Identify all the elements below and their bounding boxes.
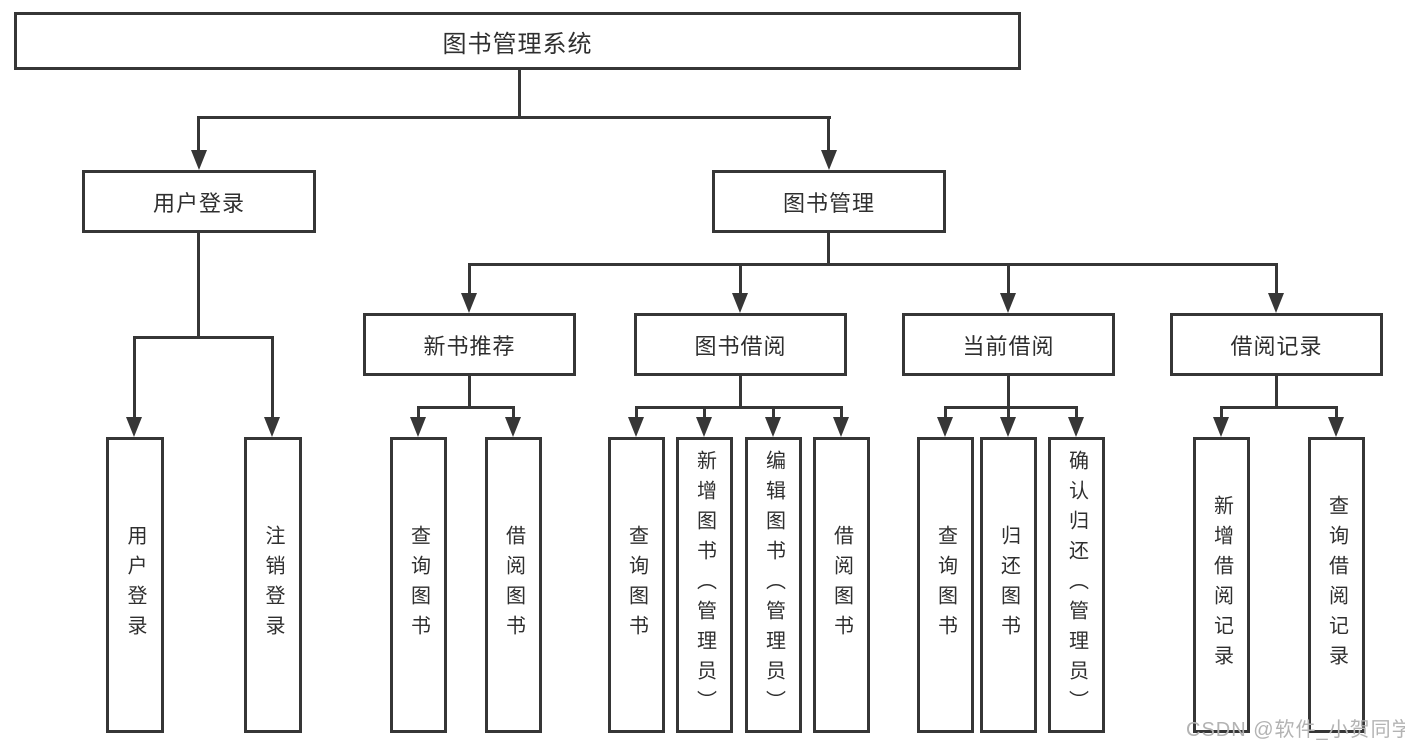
node-current-borrow: 当前借阅: [902, 313, 1115, 376]
connector-line: [739, 263, 742, 295]
connector-line: [512, 406, 515, 419]
connector-line: [197, 116, 200, 152]
connector-line: [133, 336, 274, 339]
leaf-current-return-books: 归还图书: [980, 437, 1037, 733]
leaf-user-login: 用户登录: [106, 437, 164, 733]
connector-line: [772, 406, 775, 419]
connector-line: [1220, 406, 1223, 419]
arrow-down-icon: [821, 150, 837, 170]
leaf-logout: 注销登录: [244, 437, 302, 733]
leaf-borrow-query-books: 查询图书: [608, 437, 665, 733]
connector-line: [1007, 263, 1010, 295]
arrow-down-icon: [1068, 417, 1084, 437]
leaf-label: 编辑图书（管理员）: [762, 450, 785, 720]
connector-line: [635, 406, 638, 419]
arrow-down-icon: [937, 417, 953, 437]
leaf-label: 借阅图书: [830, 525, 853, 645]
arrow-down-icon: [191, 150, 207, 170]
leaf-borrow-borrow-books: 借阅图书: [813, 437, 870, 733]
leaf-label: 查询图书: [934, 525, 957, 645]
arrow-down-icon: [1328, 417, 1344, 437]
csdn-watermark: CSDN @软件_小贺同学: [1186, 719, 1405, 741]
leaf-label: 查询图书: [407, 525, 430, 645]
leaf-label: 新增图书（管理员）: [693, 450, 716, 720]
node-user-login: 用户登录: [82, 170, 316, 233]
leaf-borrow-add-books-admin: 新增图书（管理员）: [676, 437, 733, 733]
connector-line: [1275, 376, 1278, 409]
connector-line: [468, 376, 471, 409]
leaf-label: 确认归还（管理员）: [1065, 450, 1088, 720]
arrow-down-icon: [833, 417, 849, 437]
leaf-label: 查询借阅记录: [1325, 495, 1348, 675]
connector-line: [1275, 263, 1278, 295]
connector-line: [468, 263, 1278, 266]
connector-line: [944, 406, 947, 419]
connector-line: [827, 233, 830, 266]
node-book-borrow: 图书借阅: [634, 313, 847, 376]
connector-line: [468, 263, 471, 295]
arrow-down-icon: [410, 417, 426, 437]
connector-line: [197, 116, 831, 119]
arrow-down-icon: [505, 417, 521, 437]
arrow-down-icon: [1213, 417, 1229, 437]
connector-line: [1007, 406, 1010, 419]
leaf-label: 查询图书: [625, 525, 648, 645]
connector-line: [271, 336, 274, 417]
arrow-down-icon: [264, 417, 280, 437]
node-new-book-recommend: 新书推荐: [363, 313, 576, 376]
node-root: 图书管理系统: [14, 12, 1021, 70]
leaf-label: 借阅图书: [502, 525, 525, 645]
leaf-recommend-borrow-books: 借阅图书: [485, 437, 542, 733]
arrow-down-icon: [461, 293, 477, 313]
leaf-record-add: 新增借阅记录: [1193, 437, 1250, 733]
leaf-recommend-query-books: 查询图书: [390, 437, 447, 733]
node-borrow-record: 借阅记录: [1170, 313, 1383, 376]
connector-line: [739, 376, 742, 409]
leaf-borrow-edit-books-admin: 编辑图书（管理员）: [745, 437, 802, 733]
leaf-label: 新增借阅记录: [1210, 495, 1233, 675]
arrow-down-icon: [1268, 293, 1284, 313]
leaf-current-confirm-return-admin: 确认归还（管理员）: [1048, 437, 1105, 733]
arrow-down-icon: [696, 417, 712, 437]
connector-line: [133, 336, 136, 417]
connector-line: [703, 406, 706, 419]
connector-line: [417, 406, 420, 419]
connector-line: [1075, 406, 1078, 419]
arrow-down-icon: [1000, 417, 1016, 437]
connector-line: [827, 116, 830, 152]
arrow-down-icon: [765, 417, 781, 437]
arrow-down-icon: [126, 417, 142, 437]
leaf-current-query-books: 查询图书: [917, 437, 974, 733]
connector-line: [1220, 406, 1338, 409]
leaf-label: 注销登录: [262, 525, 284, 645]
connector-line: [840, 406, 843, 419]
leaf-label: 用户登录: [124, 525, 146, 645]
leaf-record-query: 查询借阅记录: [1308, 437, 1365, 733]
connector-line: [1335, 406, 1338, 419]
arrow-down-icon: [628, 417, 644, 437]
connector-line: [635, 406, 843, 409]
arrow-down-icon: [1000, 293, 1016, 313]
node-book-management: 图书管理: [712, 170, 946, 233]
arrow-down-icon: [732, 293, 748, 313]
connector-line: [1007, 376, 1010, 409]
leaf-label: 归还图书: [997, 525, 1020, 645]
connector-line: [944, 406, 1078, 409]
connector-line: [417, 406, 515, 409]
connector-line: [518, 70, 521, 119]
connector-line: [197, 233, 200, 339]
